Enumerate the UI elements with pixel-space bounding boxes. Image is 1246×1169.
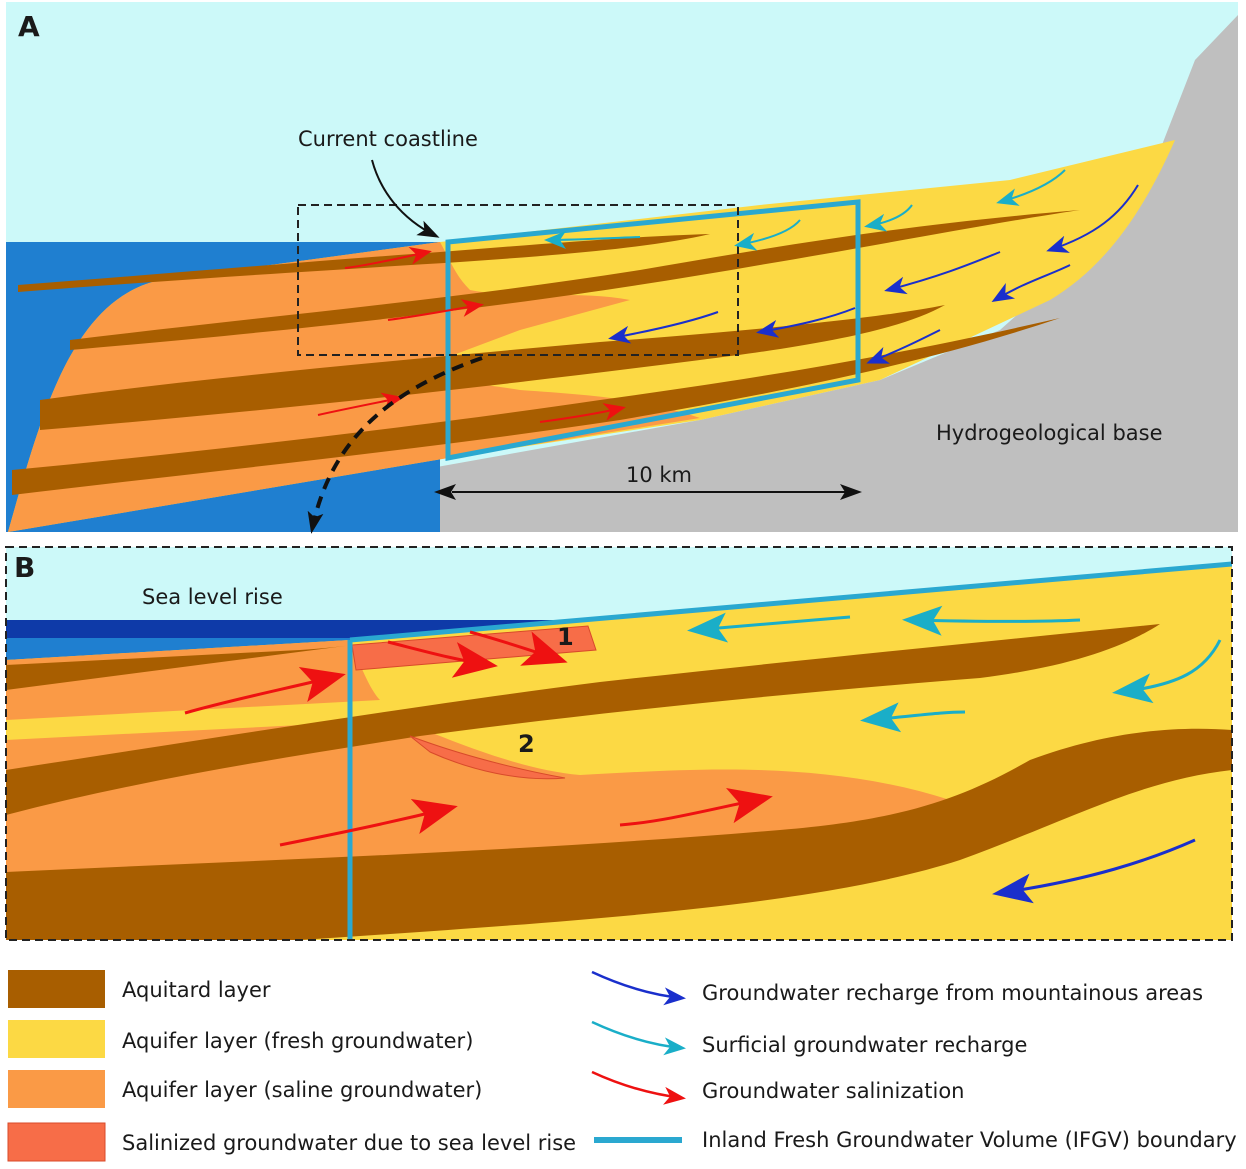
red-arrow-b5 <box>619 787 773 827</box>
ifgv-boundary-a <box>445 199 861 462</box>
blue-arrow-a6 <box>1046 184 1139 253</box>
legend-arrow-surficial-recharge <box>591 1020 686 1056</box>
cyan-arrow-b4 <box>1112 639 1222 704</box>
red-arrow-b4 <box>279 799 458 847</box>
aquitard-band-1 <box>18 234 710 292</box>
legend-label-aquitard: Aquitard layer <box>122 978 271 1002</box>
aquitard-b-2 <box>6 624 1160 815</box>
blue-arrow-a4 <box>884 251 1001 295</box>
aquitard-b-3 <box>6 728 1232 940</box>
blue-arrow-a2 <box>756 307 856 338</box>
panel-a-letter: A <box>18 10 40 43</box>
legend-label-saline-aquifer: Aquifer layer (saline groundwater) <box>122 1078 482 1102</box>
saline-aquifer-b <box>6 640 380 720</box>
red-arrow-a4 <box>539 403 626 423</box>
legend-swatch-fresh-aquifer <box>8 1020 105 1058</box>
aquitard-b-1 <box>6 644 360 690</box>
legend-left: Aquitard layer Aquifer layer (fresh grou… <box>7 970 576 1162</box>
legend-swatch-aquitard <box>8 970 105 1008</box>
current-coastline-label: Current coastline <box>298 127 478 151</box>
legend-label-fresh-aquifer: Aquifer layer (fresh groundwater) <box>122 1029 473 1053</box>
blue-arrow-a3 <box>866 329 941 364</box>
salinized-zone-2 <box>409 735 566 780</box>
legend-swatch-salinized <box>7 1122 106 1162</box>
arrows-a <box>307 159 1139 534</box>
legend-label-ifgv: Inland Fresh Groundwater Volume (IFGV) b… <box>702 1128 1237 1152</box>
blue-arrow-b1 <box>992 838 1196 904</box>
cyan-arrow-a3 <box>864 204 913 232</box>
red-arrow-b3 <box>469 630 568 666</box>
zoom-box-b <box>5 546 1233 941</box>
cyan-arrow-b3 <box>860 702 966 733</box>
panel-b <box>6 547 1232 940</box>
panel-b-letter: B <box>14 551 35 584</box>
cyan-arrow-a4 <box>996 169 1066 206</box>
bedrock <box>6 15 1238 532</box>
aquitard-band-3 <box>40 305 945 430</box>
legend-label-surficial-recharge: Surficial groundwater recharge <box>702 1033 1027 1057</box>
legend-label-salinization: Groundwater salinization <box>702 1079 965 1103</box>
red-arrow-b2 <box>387 640 498 678</box>
cyan-arrow-b2 <box>902 605 1081 636</box>
legend-right: Groundwater recharge from mountainous ar… <box>591 970 1237 1152</box>
zoom-box-a <box>297 204 739 356</box>
red-arrow-a1 <box>344 246 432 269</box>
blue-arrow-a5 <box>991 264 1071 303</box>
scale-label: 10 km <box>626 463 692 487</box>
aquitard-band-2 <box>70 210 1080 350</box>
arrows-b <box>184 605 1222 904</box>
legend-arrow-mountain-recharge <box>591 970 686 1006</box>
cyan-arrow-a2 <box>734 219 801 251</box>
red-arrow-b1 <box>184 666 346 715</box>
marker-2: 2 <box>518 730 535 758</box>
panel-a: A Current coastline Hydrogeological base… <box>6 2 1238 534</box>
coastline-arrow <box>371 159 440 238</box>
legend-arrow-salinization <box>591 1070 686 1105</box>
legend-label-mountain-recharge: Groundwater recharge from mountainous ar… <box>702 981 1203 1005</box>
aquitard-band-4 <box>12 318 1060 495</box>
red-arrow-a2 <box>387 299 484 321</box>
hydrogeological-base-label: Hydrogeological base <box>936 421 1163 445</box>
blue-arrow-a1 <box>608 311 719 344</box>
cyan-arrow-b1 <box>687 612 851 643</box>
red-arrow-a3 <box>317 392 404 416</box>
sea-level-rise-label: Sea level rise <box>142 585 283 609</box>
marker-1: 1 <box>557 623 574 651</box>
legend: Aquitard layer Aquifer layer (fresh grou… <box>7 970 1237 1162</box>
legend-label-salinized: Salinized groundwater due to sea level r… <box>122 1131 576 1155</box>
legend-swatch-saline-aquifer <box>8 1070 105 1108</box>
surface-line-b <box>349 561 1232 643</box>
cyan-arrow-a1 <box>544 230 641 249</box>
zoom-connector-arrow <box>307 356 483 534</box>
